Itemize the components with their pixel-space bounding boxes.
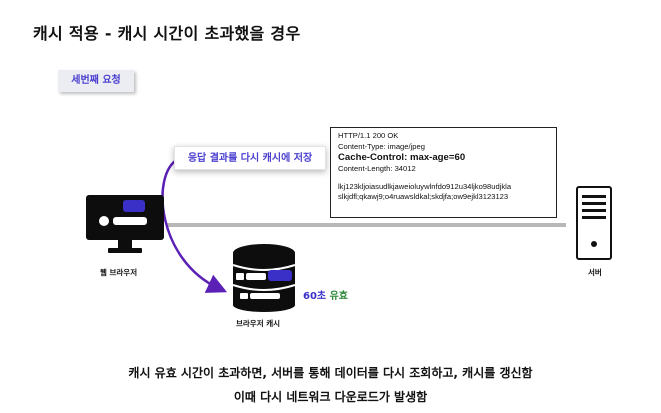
body-line-1: lkj123kljoiasudlkjaweioluywlnfdo912u34lj… [338, 181, 512, 191]
browser-label: 웹 브라우저 [100, 268, 138, 277]
status-line: HTTP/1.1 200 OK [338, 131, 399, 140]
server-icon [576, 186, 612, 260]
monitor-icon [86, 195, 164, 253]
server-label: 서버 [588, 268, 602, 277]
ttl-label: 60초 유효 [303, 287, 348, 302]
body-line-2: slkjdfl;qkawj9;o4ruawsldkal;skdjfa;ow9ej… [338, 192, 509, 201]
http-response-box: HTTP/1.1 200 OK Content-Type: image/jpeg… [330, 127, 557, 218]
content-type-line: Content-Type: image/jpeg [338, 141, 425, 151]
page-title: 캐시 적용 - 캐시 시간이 초과했을 경우 [33, 24, 301, 43]
cache-control-line: Cache-Control: max-age=60 [338, 152, 466, 163]
request-tag: 세번째 요청 [58, 70, 134, 92]
content-length-line: Content-Length: 34012 [338, 164, 416, 173]
cache-label: 브라우저 캐시 [236, 319, 281, 328]
store-callout: 응답 결과를 다시 캐시에 저장 [174, 146, 326, 170]
database-icon [232, 244, 296, 312]
caption-line-1: 캐시 유효 시간이 초과하면, 서버를 통해 데이터를 다시 조회하고, 캐시를… [128, 366, 533, 380]
caption-line-2: 이때 다시 네트워크 다운로드가 발생함 [233, 390, 428, 404]
ttl-status: 유효 [329, 291, 349, 302]
ttl-seconds: 60초 [303, 291, 327, 302]
